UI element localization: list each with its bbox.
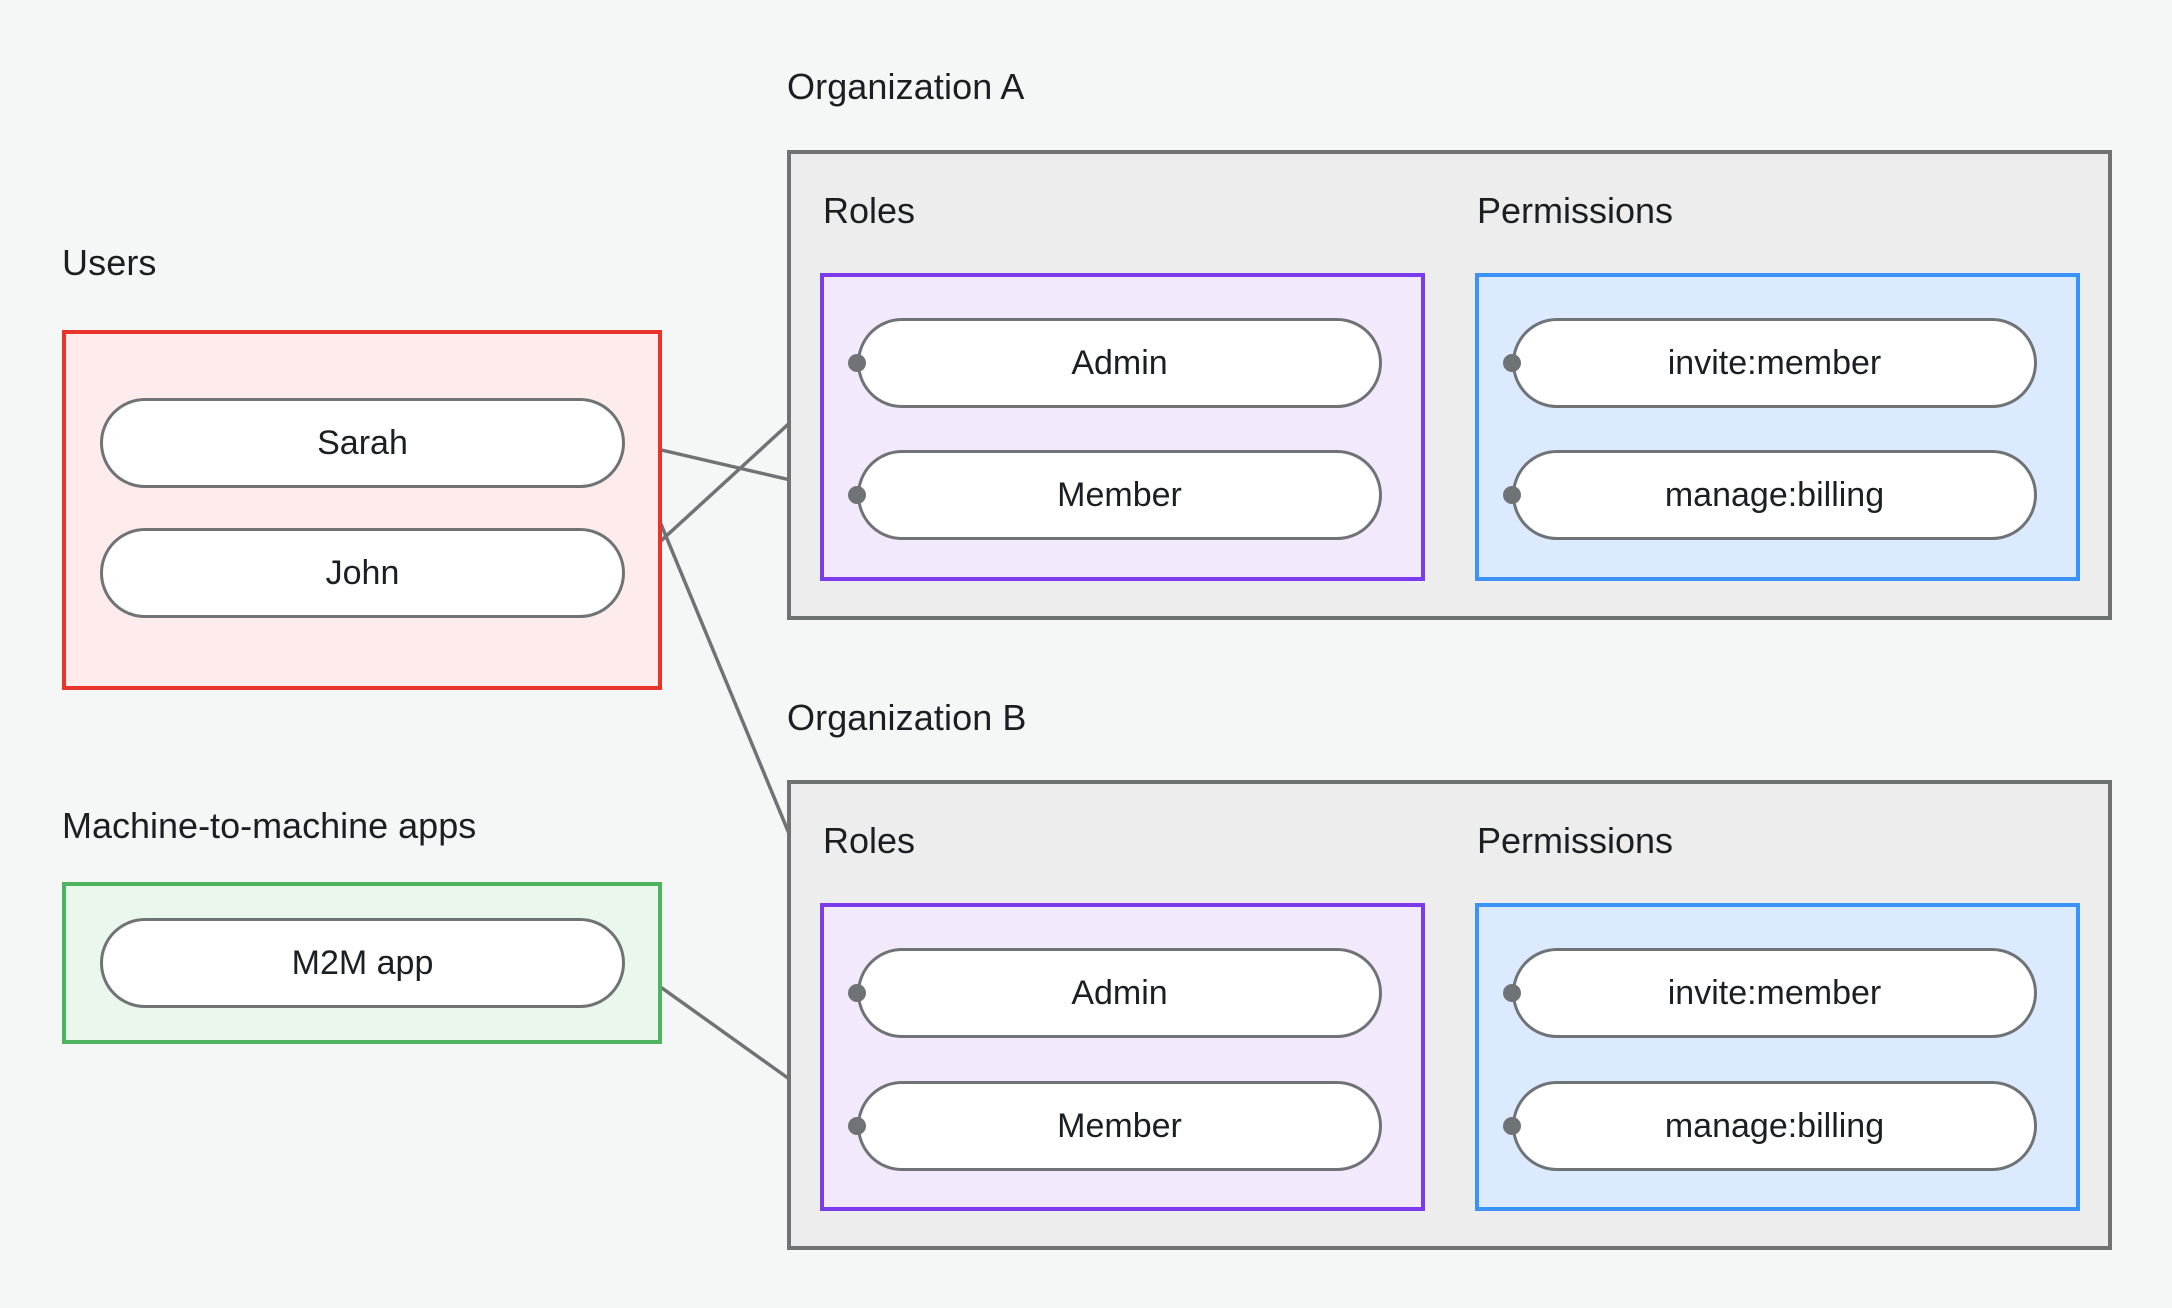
organization-a-permission-manage-billing[interactable]: manage:billing <box>1512 450 2037 540</box>
organization-a-role-member[interactable]: Member <box>857 450 1382 540</box>
port-orgb-billing-left <box>1503 1117 1521 1135</box>
organization-b-role-admin[interactable]: Admin <box>857 948 1382 1038</box>
organization-b-roles-title: Roles <box>823 820 916 861</box>
port-orgb-invite-left <box>1503 984 1521 1002</box>
organization-b-permission-invite-member[interactable]: invite:member <box>1512 948 2037 1038</box>
organization-a-role-admin[interactable]: Admin <box>857 318 1382 408</box>
port-orga-admin-left <box>848 354 866 372</box>
organization-b-permissions-title: Permissions <box>1477 820 1674 861</box>
port-orga-billing-left <box>1503 486 1521 504</box>
m2m-group-title: Machine-to-machine apps <box>62 805 477 846</box>
port-orga-invite-left <box>1503 354 1521 372</box>
users-group-title: Users <box>62 242 157 283</box>
organization-b-role-member[interactable]: Member <box>857 1081 1382 1171</box>
organization-b-permission-manage-billing[interactable]: manage:billing <box>1512 1081 2037 1171</box>
port-orgb-admin-left <box>848 984 866 1002</box>
node-sarah[interactable]: Sarah <box>100 398 625 488</box>
organization-a-title: Organization A <box>787 66 1025 107</box>
node-m2m-app[interactable]: M2M app <box>100 918 625 1008</box>
organization-a-permission-invite-member[interactable]: invite:member <box>1512 318 2037 408</box>
users-group-box <box>62 330 662 690</box>
organization-a-permissions-title: Permissions <box>1477 190 1674 231</box>
port-orgb-member-left <box>848 1117 866 1135</box>
organization-a-roles-title: Roles <box>823 190 916 231</box>
port-orga-member-left <box>848 486 866 504</box>
node-john[interactable]: John <box>100 528 625 618</box>
organization-b-title: Organization B <box>787 697 1027 738</box>
